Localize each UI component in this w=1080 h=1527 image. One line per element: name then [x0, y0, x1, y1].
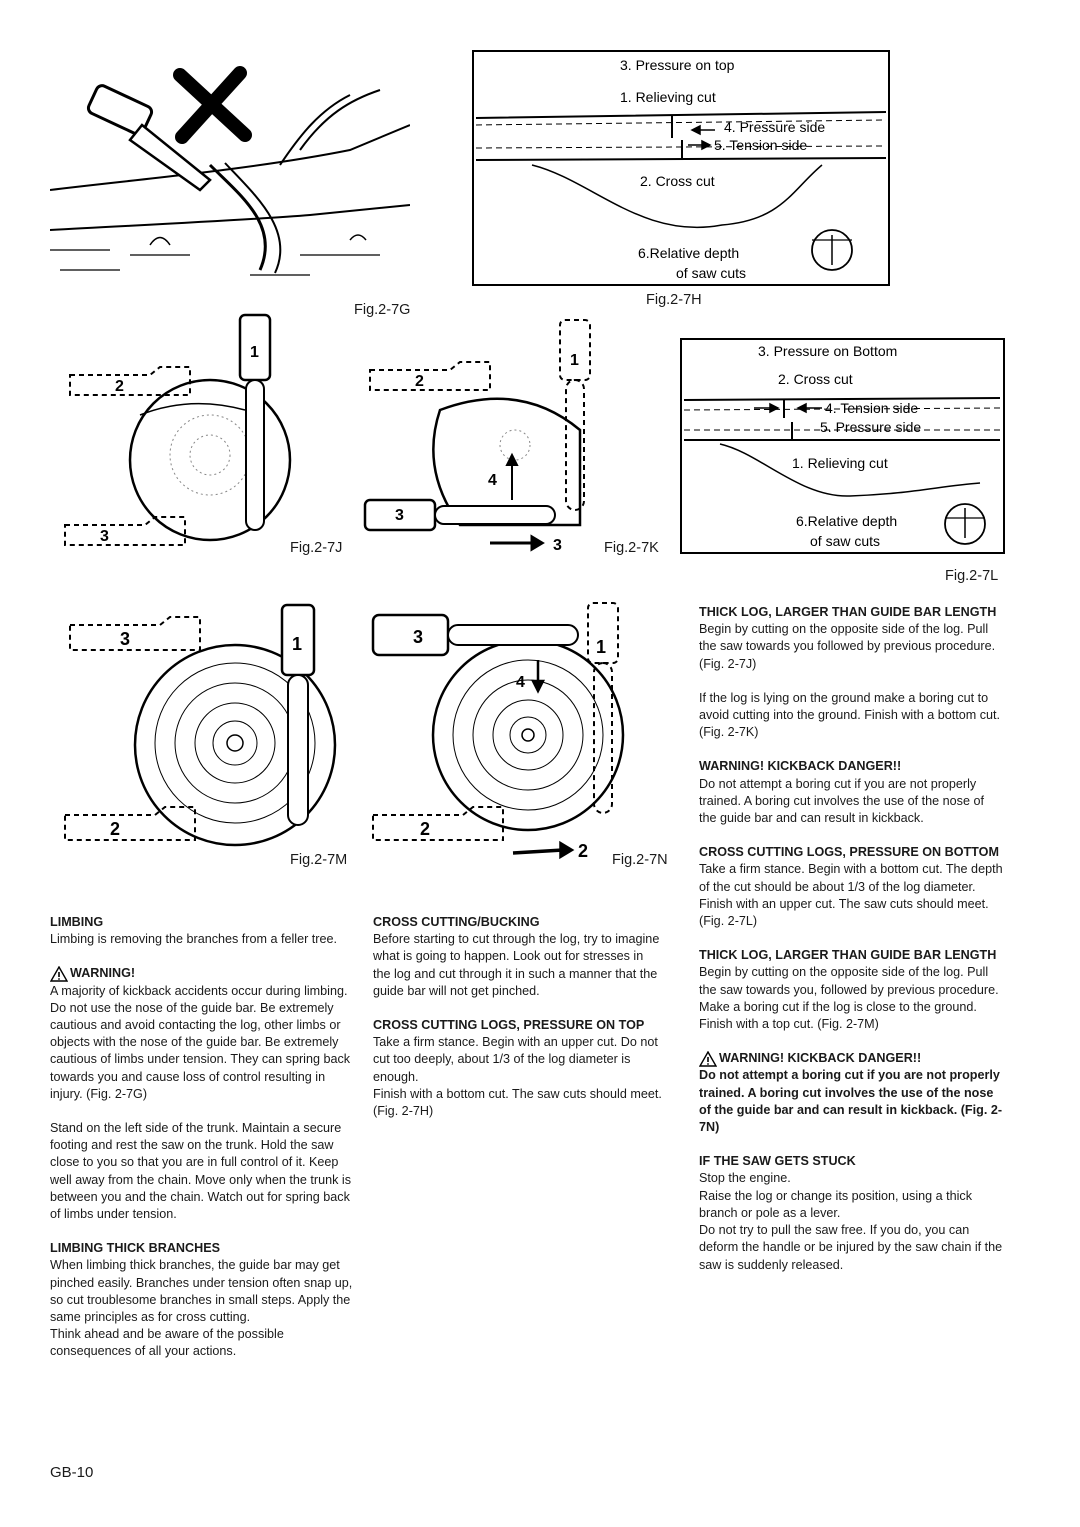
saw-stuck-heading: IF THE SAW GETS STUCK [699, 1154, 856, 1169]
svg-text:4: 4 [516, 674, 525, 691]
figure-2-7m: 1 3 2 [60, 595, 360, 850]
fig-7h-item: 3. Pressure on top [620, 57, 735, 73]
fig-7l-item: 2. Cross cut [778, 371, 853, 387]
svg-text:3: 3 [120, 629, 130, 649]
svg-text:4: 4 [488, 472, 497, 489]
stand-paragraph: Stand on the left side of the trunk. Mai… [50, 1121, 351, 1222]
warning-triangle-icon [699, 1050, 717, 1067]
column-3: THICK LOG, LARGER THAN GUIDE BAR LENGTH … [699, 604, 1004, 1274]
figure-2-7j-label: Fig.2-7J [290, 540, 343, 556]
limbing-text: Limbing is removing the branches from a … [50, 932, 337, 947]
figure-2-7g [49, 55, 411, 285]
thick-log-illustration-j: 1 2 3 [64, 313, 292, 546]
limbing-illustration [49, 66, 411, 276]
svg-text:1: 1 [570, 352, 579, 369]
page-number: GB-10 [50, 1464, 94, 1481]
thick-log-illustration-k: 4 1 2 3 3 [363, 319, 591, 554]
figure-2-7n: 3 4 1 2 2 [368, 595, 638, 865]
warning-paragraph-1: A majority of kickback accidents occur d… [50, 983, 348, 998]
warning-paragraph-2: Do not use the nose of the guide bar. Be… [50, 1000, 351, 1101]
thick-log-illustration-m: 1 3 2 [64, 603, 337, 847]
svg-text:2: 2 [110, 819, 120, 839]
figure-2-7k: 4 1 2 3 3 [360, 310, 610, 560]
figure-2-7l: 3. Pressure on Bottom 2. Cross cut 4. Te… [680, 338, 1005, 554]
pressure-on-top-diagram: 3. Pressure on top 1. Relieving cut 4. P… [472, 50, 890, 286]
svg-text:3: 3 [395, 507, 404, 524]
fig-7l-item: 3. Pressure on Bottom [758, 343, 897, 359]
figure-2-7h-label: Fig.2-7H [646, 292, 702, 308]
pressure-bottom-heading: CROSS CUTTING LOGS, PRESSURE ON BOTTOM [699, 845, 999, 860]
kickback-paragraph-1: Do not attempt a boring cut if you are n… [699, 776, 984, 826]
svg-text:3: 3 [553, 537, 562, 554]
fig-7l-item: 6.Relative depth [796, 513, 897, 529]
svg-text:2: 2 [420, 819, 430, 839]
pressure-bottom-paragraph-1: Take a firm stance. Begin with a bottom … [699, 862, 1003, 894]
warning-heading-row: WARNING! [50, 965, 355, 982]
thick-log-2-paragraph-3: Finish with a top cut. (Fig. 2-7M) [699, 1017, 879, 1032]
column-2: CROSS CUTTING/BUCKING Before starting to… [373, 914, 663, 1120]
warning-heading: WARNING! [70, 966, 136, 981]
kickback-paragraph-2: Do not attempt a boring cut if you are n… [699, 1068, 1003, 1135]
thick-log-illustration-n: 3 4 1 2 2 [371, 602, 625, 861]
pressure-top-paragraph-2: Finish with a bottom cut. The saw cuts s… [373, 1086, 662, 1119]
saw-stuck-paragraph-2: Raise the log or change its position, us… [699, 1188, 973, 1220]
svg-text:2: 2 [115, 378, 124, 395]
figure-2-7l-label: Fig.2-7L [945, 568, 999, 584]
svg-text:1: 1 [250, 344, 259, 361]
svg-text:3: 3 [413, 627, 423, 647]
svg-text:1: 1 [596, 637, 606, 657]
column-1: LIMBING Limbing is removing the branches… [50, 914, 355, 1361]
figure-2-7h: 3. Pressure on top 1. Relieving cut 4. P… [472, 50, 890, 286]
kickback-heading-2: WARNING! KICKBACK DANGER!! [719, 1051, 922, 1066]
warning-triangle-icon [50, 966, 68, 982]
thick-log-heading-2: THICK LOG, LARGER THAN GUIDE BAR LENGTH [699, 948, 997, 963]
fig-7h-item: 5. Tension side [714, 137, 807, 153]
cross-cutting-paragraph: Before starting to cut through the log, … [373, 932, 660, 998]
thick-log-1-paragraph-2: If the log is lying on the ground make a… [699, 690, 1001, 740]
figure-2-7n-label: Fig.2-7N [612, 852, 668, 868]
svg-text:1: 1 [292, 634, 302, 654]
figure-2-7m-label: Fig.2-7M [290, 852, 348, 868]
limbing-thick-paragraph-2: Think ahead and be aware of the possible… [50, 1327, 284, 1359]
pressure-top-heading: CROSS CUTTING LOGS, PRESSURE ON TOP [373, 1018, 645, 1033]
figure-2-7j: 1 2 3 [60, 305, 300, 560]
kickback-heading-1: WARNING! KICKBACK DANGER!! [699, 759, 902, 774]
figure-2-7g-label: Fig.2-7G [354, 302, 411, 318]
limbing-thick-paragraph-1: When limbing thick branches, the guide b… [50, 1258, 353, 1325]
thick-log-2-paragraph-2: Make a boring cut if the log is close to… [699, 999, 977, 1014]
cross-cutting-heading: CROSS CUTTING/BUCKING [373, 915, 540, 929]
limbing-thick-heading: LIMBING THICK BRANCHES [50, 1241, 221, 1256]
svg-text:2: 2 [415, 373, 424, 390]
fig-7h-item: 2. Cross cut [640, 173, 715, 189]
fig-7h-item: 4. Pressure side [724, 119, 825, 135]
fig-7l-item: of saw cuts [810, 533, 880, 549]
pressure-on-bottom-diagram: 3. Pressure on Bottom 2. Cross cut 4. Te… [680, 338, 1005, 554]
pressure-top-paragraph-1: Take a firm stance. Begin with an upper … [373, 1035, 658, 1084]
thick-log-heading-1: THICK LOG, LARGER THAN GUIDE BAR LENGTH [699, 605, 997, 619]
kickback-heading-row-2: WARNING! KICKBACK DANGER!! [699, 1050, 1004, 1067]
saw-stuck-paragraph-3: Do not try to pull the saw free. If you … [699, 1223, 1003, 1272]
fig-7h-item: 6.Relative depth [638, 245, 739, 261]
fig-7h-item: of saw cuts [676, 265, 746, 281]
fig-7l-item: 5. Pressure side [820, 419, 921, 435]
fig-7h-item: 1. Relieving cut [620, 89, 716, 105]
thick-log-2-paragraph-1: Begin by cutting on the opposite side of… [699, 965, 999, 997]
pressure-bottom-paragraph-2: Finish with an upper cut. The saw cuts s… [699, 896, 989, 929]
fig-7l-item: 1. Relieving cut [792, 455, 888, 471]
svg-text:2: 2 [578, 841, 588, 861]
fig-7l-item: 4. Tension side [825, 400, 918, 416]
svg-text:3: 3 [100, 528, 109, 545]
figure-2-7k-label: Fig.2-7K [604, 540, 659, 556]
limbing-heading: LIMBING [50, 915, 104, 929]
saw-stuck-paragraph-1: Stop the engine. [699, 1171, 791, 1186]
thick-log-1-paragraph-1: Begin by cutting on the opposite side of… [699, 622, 996, 671]
